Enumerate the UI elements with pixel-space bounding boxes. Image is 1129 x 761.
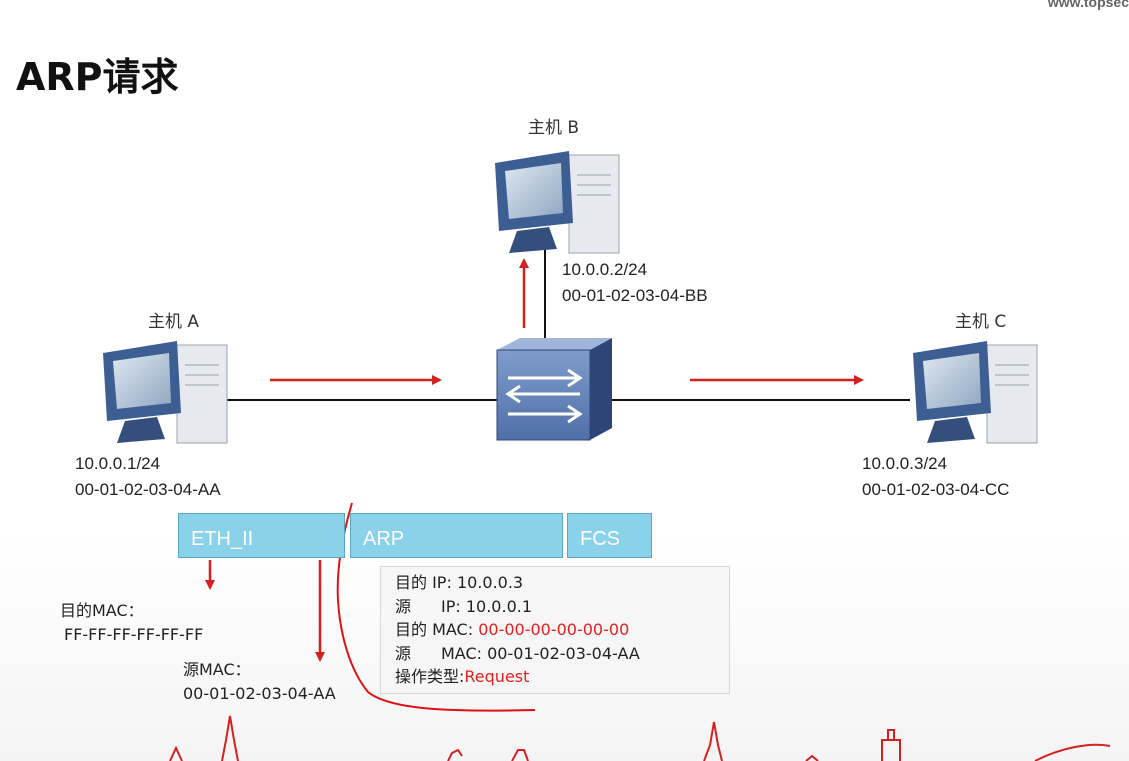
eth-src-mac-value: 00-01-02-03-04-AA [183, 684, 336, 703]
arp-src-mac-key: 源 [395, 643, 412, 663]
arp-src-ip-value: 10.0.0.1 [465, 596, 533, 616]
eth-src-mac-label: 源MAC： [183, 660, 251, 679]
arp-op-row: 操作类型:Request [395, 665, 729, 689]
arp-dst-mac-key: 目的 MAC: [395, 620, 474, 639]
switch-icon [496, 338, 612, 441]
host-a-address: 10.0.0.1/24 00-01-02-03-04-AA [75, 451, 221, 503]
frame-arp-segment: ARP [350, 513, 563, 558]
frame-eth-segment: ETH_II [178, 513, 345, 558]
computer-b-icon [495, 151, 620, 254]
computer-c-icon [913, 341, 1038, 444]
host-a-mac: 00-01-02-03-04-AA [75, 480, 221, 499]
host-c-mac: 00-01-02-03-04-CC [862, 480, 1010, 499]
host-b-ip: 10.0.0.2/24 [562, 260, 648, 279]
eth-dst-mac-value: FF-FF-FF-FF-FF-FF [64, 625, 204, 644]
arp-src-mac-row: 源 MAC: 00-01-02-03-04-AA [395, 642, 729, 666]
arp-dst-mac-row: 目的 MAC: 00-00-00-00-00-00 [395, 618, 729, 642]
arp-dst-ip-row: 目的 IP: 10.0.0.3 [395, 571, 729, 595]
host-b-label: 主机 B [528, 118, 580, 138]
host-c-label: 主机 C [955, 312, 1007, 332]
arp-src-ip-row: 源 IP: 10.0.0.1 [395, 595, 729, 619]
eth-src-mac: 源MAC： 00-01-02-03-04-AA [183, 658, 336, 706]
host-c-ip: 10.0.0.3/24 [862, 454, 948, 473]
arp-op-value: Request [464, 667, 530, 686]
arp-dst-ip-key: 目的 IP: [395, 573, 452, 592]
page-title: ARP请求 [16, 55, 179, 99]
frame-fcs-segment: FCS [567, 513, 652, 558]
arp-src-ip-key2: IP: [441, 596, 461, 616]
host-b-address: 10.0.0.2/24 00-01-02-03-04-BB [562, 257, 708, 309]
arp-src-mac-key2: MAC: [441, 643, 483, 663]
eth-dst-mac: 目的MAC： FF-FF-FF-FF-FF-FF [60, 599, 203, 647]
arp-op-key: 操作类型: [395, 667, 465, 686]
arp-fields-box: 目的 IP: 10.0.0.3 源 IP: 10.0.0.1 目的 MAC: 00… [380, 566, 730, 694]
host-a-label: 主机 A [148, 312, 200, 332]
host-c-address: 10.0.0.3/24 00-01-02-03-04-CC [862, 451, 1009, 503]
skyline-decoration [169, 715, 1111, 761]
watermark-text: www.topsec [1047, 0, 1129, 10]
arp-dst-ip-value: 10.0.0.3 [456, 573, 524, 592]
arp-src-ip-key: 源 [395, 596, 412, 616]
host-b-mac: 00-01-02-03-04-BB [562, 286, 708, 305]
host-a-ip: 10.0.0.1/24 [75, 454, 161, 473]
arp-src-mac-value: 00-01-02-03-04-AA [487, 643, 640, 663]
eth-dst-mac-label: 目的MAC： [60, 601, 144, 620]
computer-a-icon [103, 341, 228, 444]
arp-dst-mac-value: 00-00-00-00-00-00 [478, 620, 630, 639]
